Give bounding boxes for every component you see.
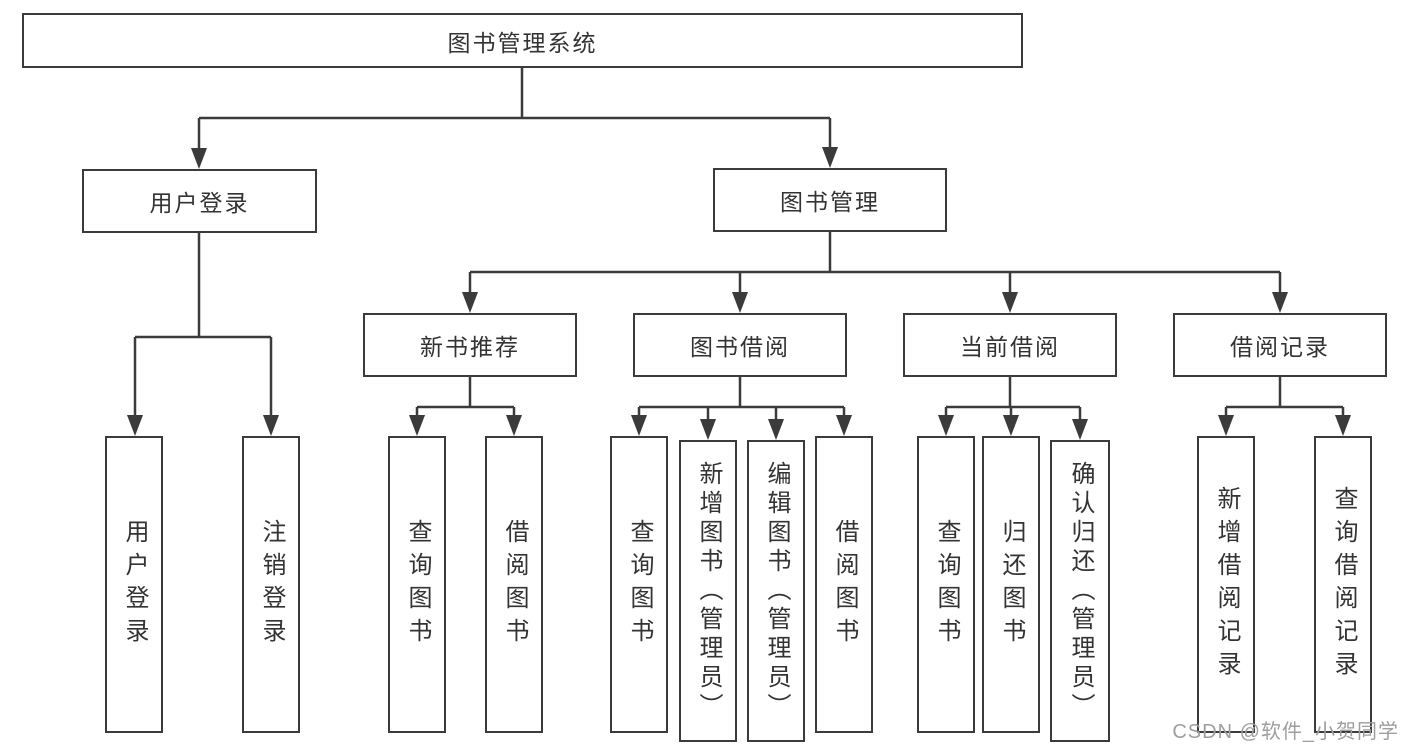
leaf-add-borrow-record-label: 新增借阅记录 [1213, 485, 1240, 684]
leaf-query-borrow-record: 查询借阅记录 [1314, 436, 1372, 733]
leaf-logout: 注销登录 [242, 436, 300, 733]
csdn-watermark: CSDN @软件_小贺同学 [1172, 721, 1399, 743]
leaf-confirm-return-admin-label: 确认归还（管理员） [1067, 460, 1094, 722]
leaf-query-books-1: 查询图书 [388, 436, 446, 733]
leaf-borrow-books-1-label: 借阅图书 [501, 518, 528, 651]
node-borrow-record: 借阅记录 [1173, 313, 1387, 377]
leaf-borrow-books-1: 借阅图书 [485, 436, 543, 733]
leaf-confirm-return-admin: 确认归还（管理员） [1050, 440, 1110, 742]
leaf-add-books-admin-label: 新增图书（管理员） [695, 460, 722, 722]
leaf-user-login-label: 用户登录 [121, 518, 148, 651]
leaf-return-books-label: 归还图书 [998, 518, 1025, 651]
node-new-book-recommend: 新书推荐 [363, 313, 577, 377]
node-user-login-branch: 用户登录 [82, 169, 317, 233]
leaf-query-borrow-record-label: 查询借阅记录 [1330, 485, 1357, 684]
leaf-query-books-3-label: 查询图书 [933, 518, 960, 651]
node-book-borrow: 图书借阅 [633, 313, 847, 377]
leaf-user-login: 用户登录 [105, 436, 163, 733]
leaf-query-books-2-label: 查询图书 [626, 518, 653, 651]
node-library-management-system: 图书管理系统 [22, 13, 1023, 68]
leaf-edit-books-admin: 编辑图书（管理员） [747, 440, 805, 742]
leaf-add-books-admin: 新增图书（管理员） [679, 440, 737, 742]
leaf-borrow-books-2-label: 借阅图书 [831, 518, 858, 651]
leaf-edit-books-admin-label: 编辑图书（管理员） [763, 460, 790, 722]
leaf-query-books-2: 查询图书 [610, 436, 668, 733]
leaf-query-books-3: 查询图书 [917, 436, 975, 733]
leaf-return-books: 归还图书 [982, 436, 1040, 733]
leaf-add-borrow-record: 新增借阅记录 [1197, 436, 1255, 733]
node-current-borrow: 当前借阅 [903, 313, 1117, 377]
leaf-logout-label: 注销登录 [258, 518, 285, 651]
node-book-management-branch: 图书管理 [713, 168, 947, 232]
leaf-borrow-books-2: 借阅图书 [815, 436, 873, 733]
leaf-query-books-1-label: 查询图书 [404, 518, 431, 651]
